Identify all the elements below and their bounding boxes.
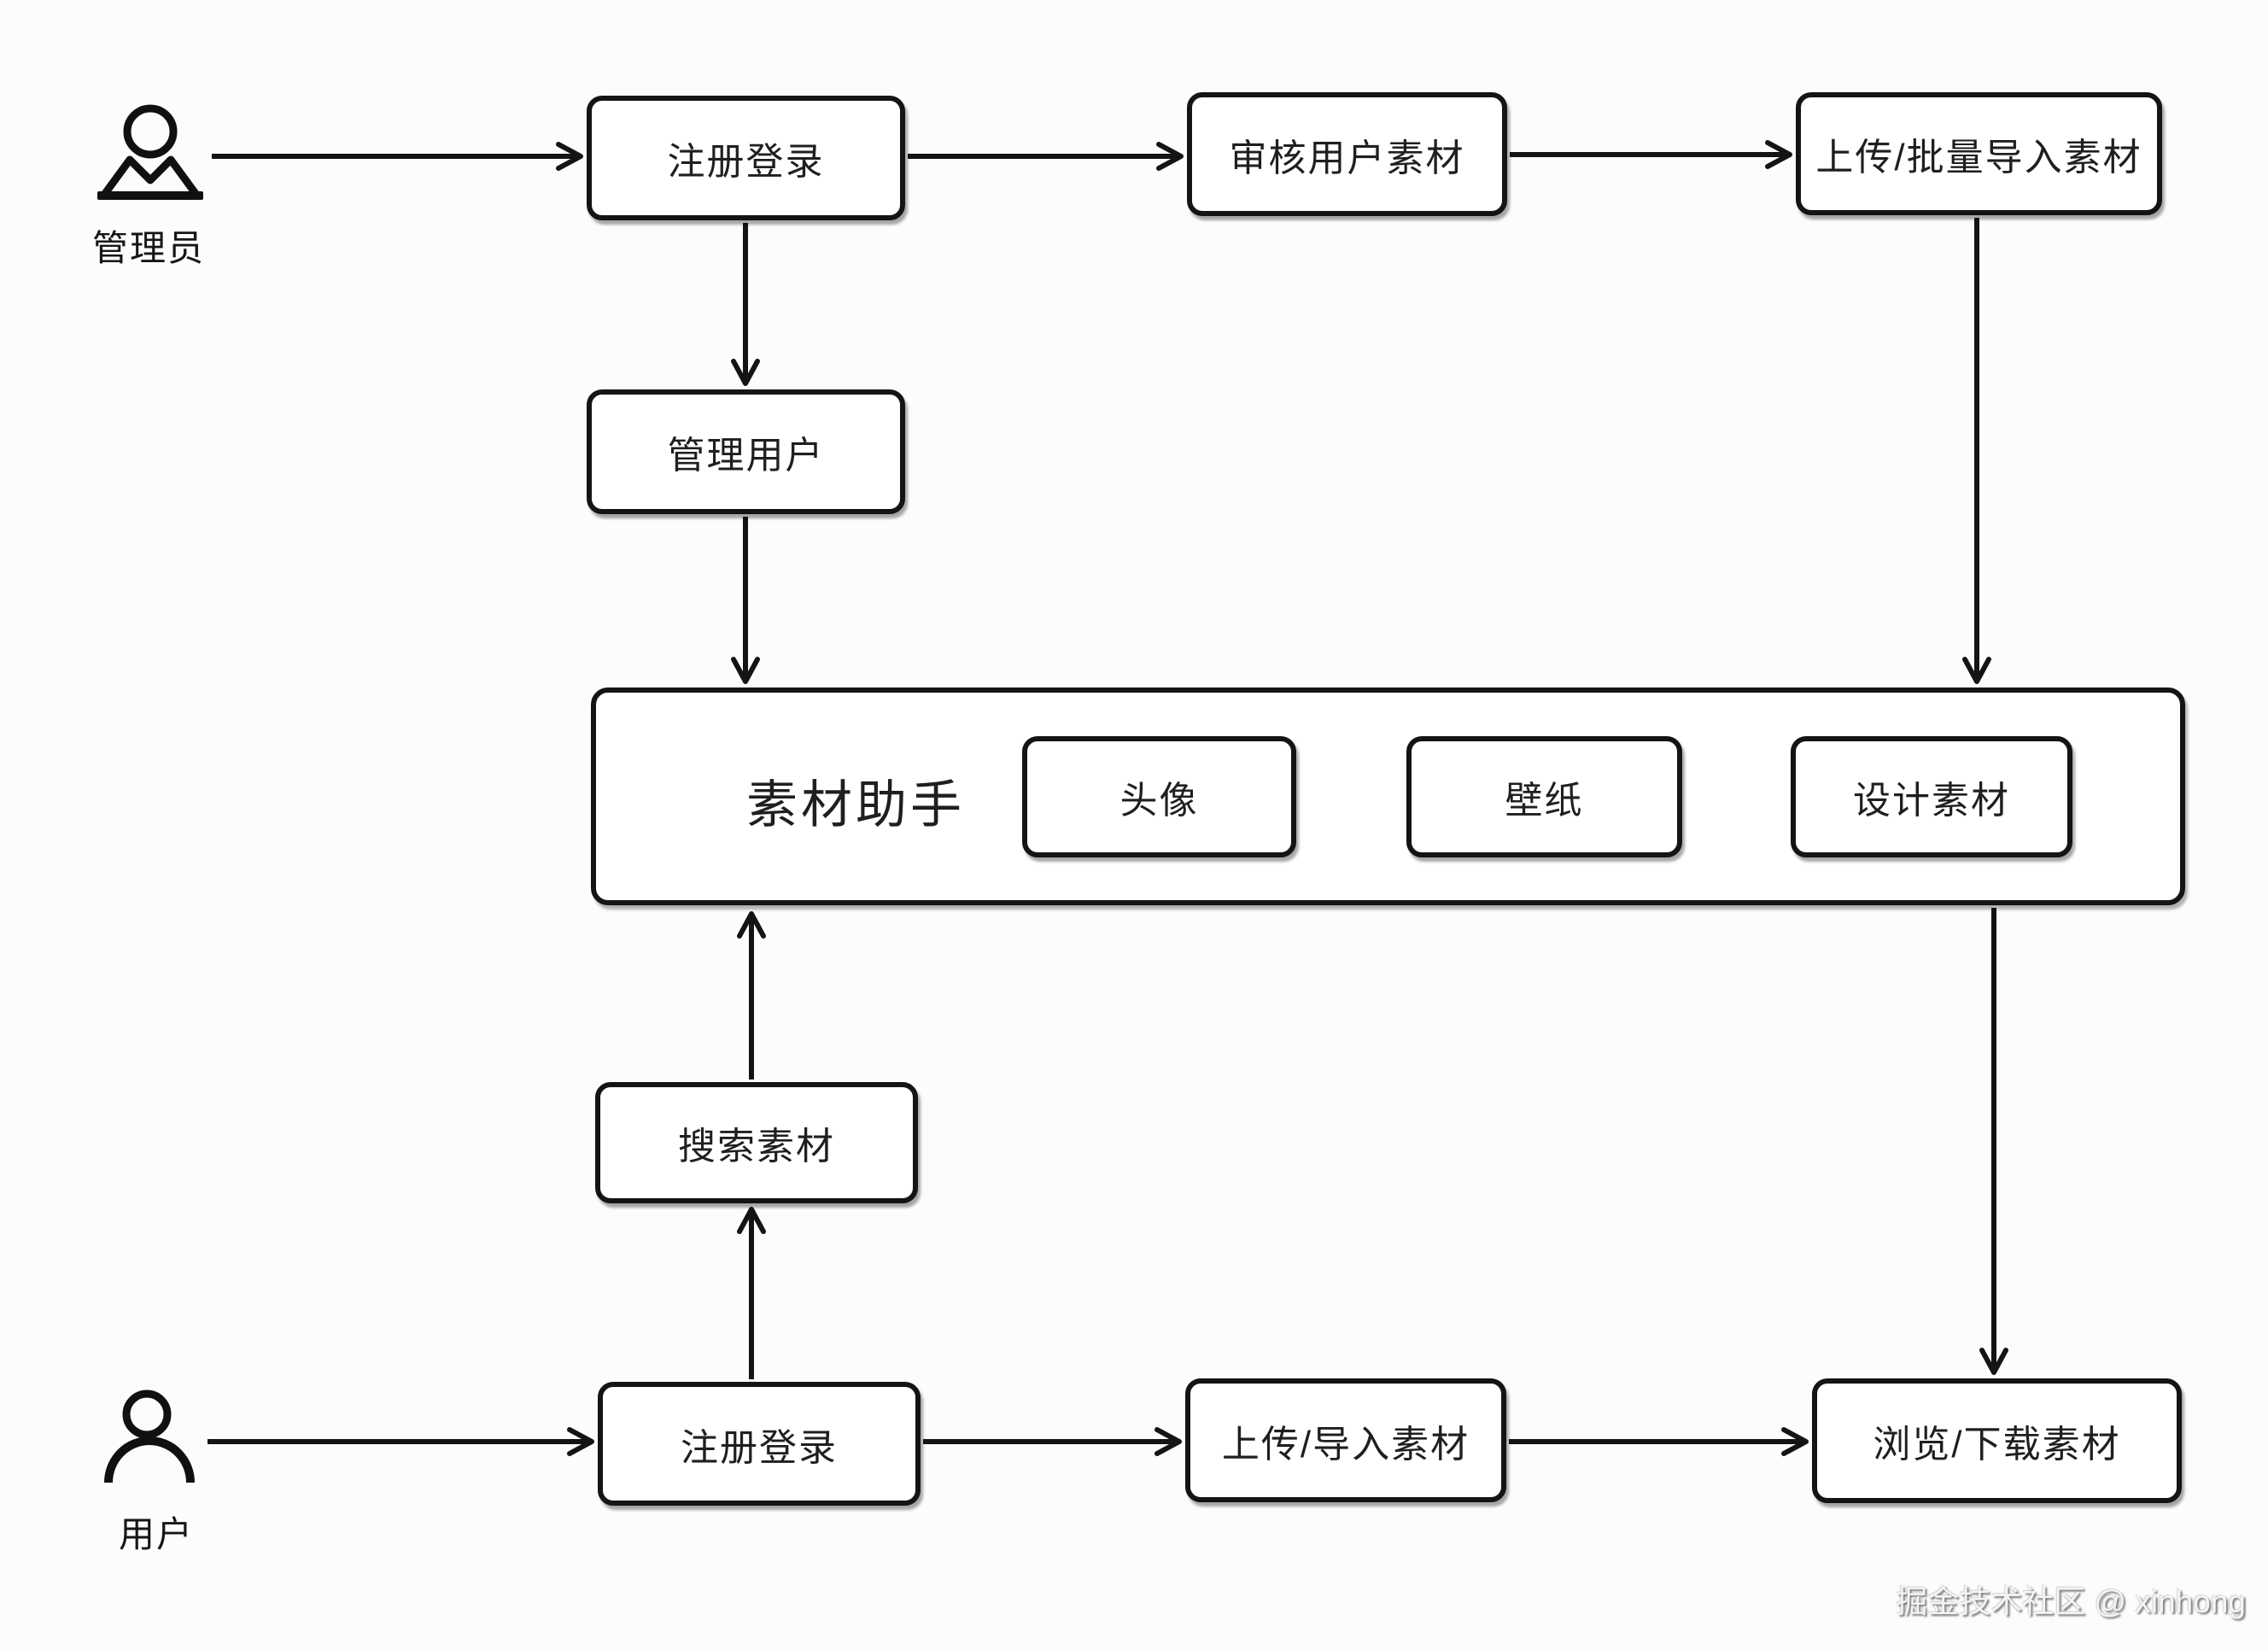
node-label: 上传/批量导入素材 xyxy=(1815,137,2142,178)
node-manage-users: 管理用户 xyxy=(587,389,905,514)
material-assistant-title: 素材助手 xyxy=(746,775,965,834)
node-upload-import: 上传/导入素材 xyxy=(1185,1378,1506,1502)
node-search-materials: 搜索素材 xyxy=(595,1082,918,1203)
admin-actor-label: 管理员 xyxy=(91,227,205,268)
node-design-materials: 设计素材 xyxy=(1791,736,2072,857)
node-user-register: 注册登录 xyxy=(598,1382,921,1506)
node-label: 设计素材 xyxy=(1853,780,2010,822)
node-browse-download: 浏览/下载素材 xyxy=(1812,1378,2182,1503)
node-review-user-materials: 审核用户素材 xyxy=(1187,92,1507,216)
user-actor-label: 用户 xyxy=(118,1513,194,1554)
node-label: 搜索素材 xyxy=(678,1126,835,1167)
admin-person-icon xyxy=(97,104,203,200)
node-avatar: 头像 xyxy=(1022,736,1296,857)
node-upload-batch-import: 上传/批量导入素材 xyxy=(1796,92,2162,215)
user-person-icon xyxy=(104,1390,195,1483)
node-label: 注册登录 xyxy=(667,141,825,183)
node-label: 审核用户素材 xyxy=(1229,137,1465,179)
node-admin-register: 注册登录 xyxy=(587,96,905,220)
node-label: 上传/导入素材 xyxy=(1221,1423,1470,1466)
watermark: 掘金技术社区 @ xinhong xyxy=(1896,1584,2246,1619)
node-label: 头像 xyxy=(1119,780,1199,822)
node-label: 管理用户 xyxy=(667,435,825,477)
node-label: 壁纸 xyxy=(1505,780,1584,822)
node-label: 注册登录 xyxy=(681,1426,838,1469)
node-label: 浏览/下载素材 xyxy=(1873,1424,2121,1466)
node-wallpaper: 壁纸 xyxy=(1406,736,1682,857)
